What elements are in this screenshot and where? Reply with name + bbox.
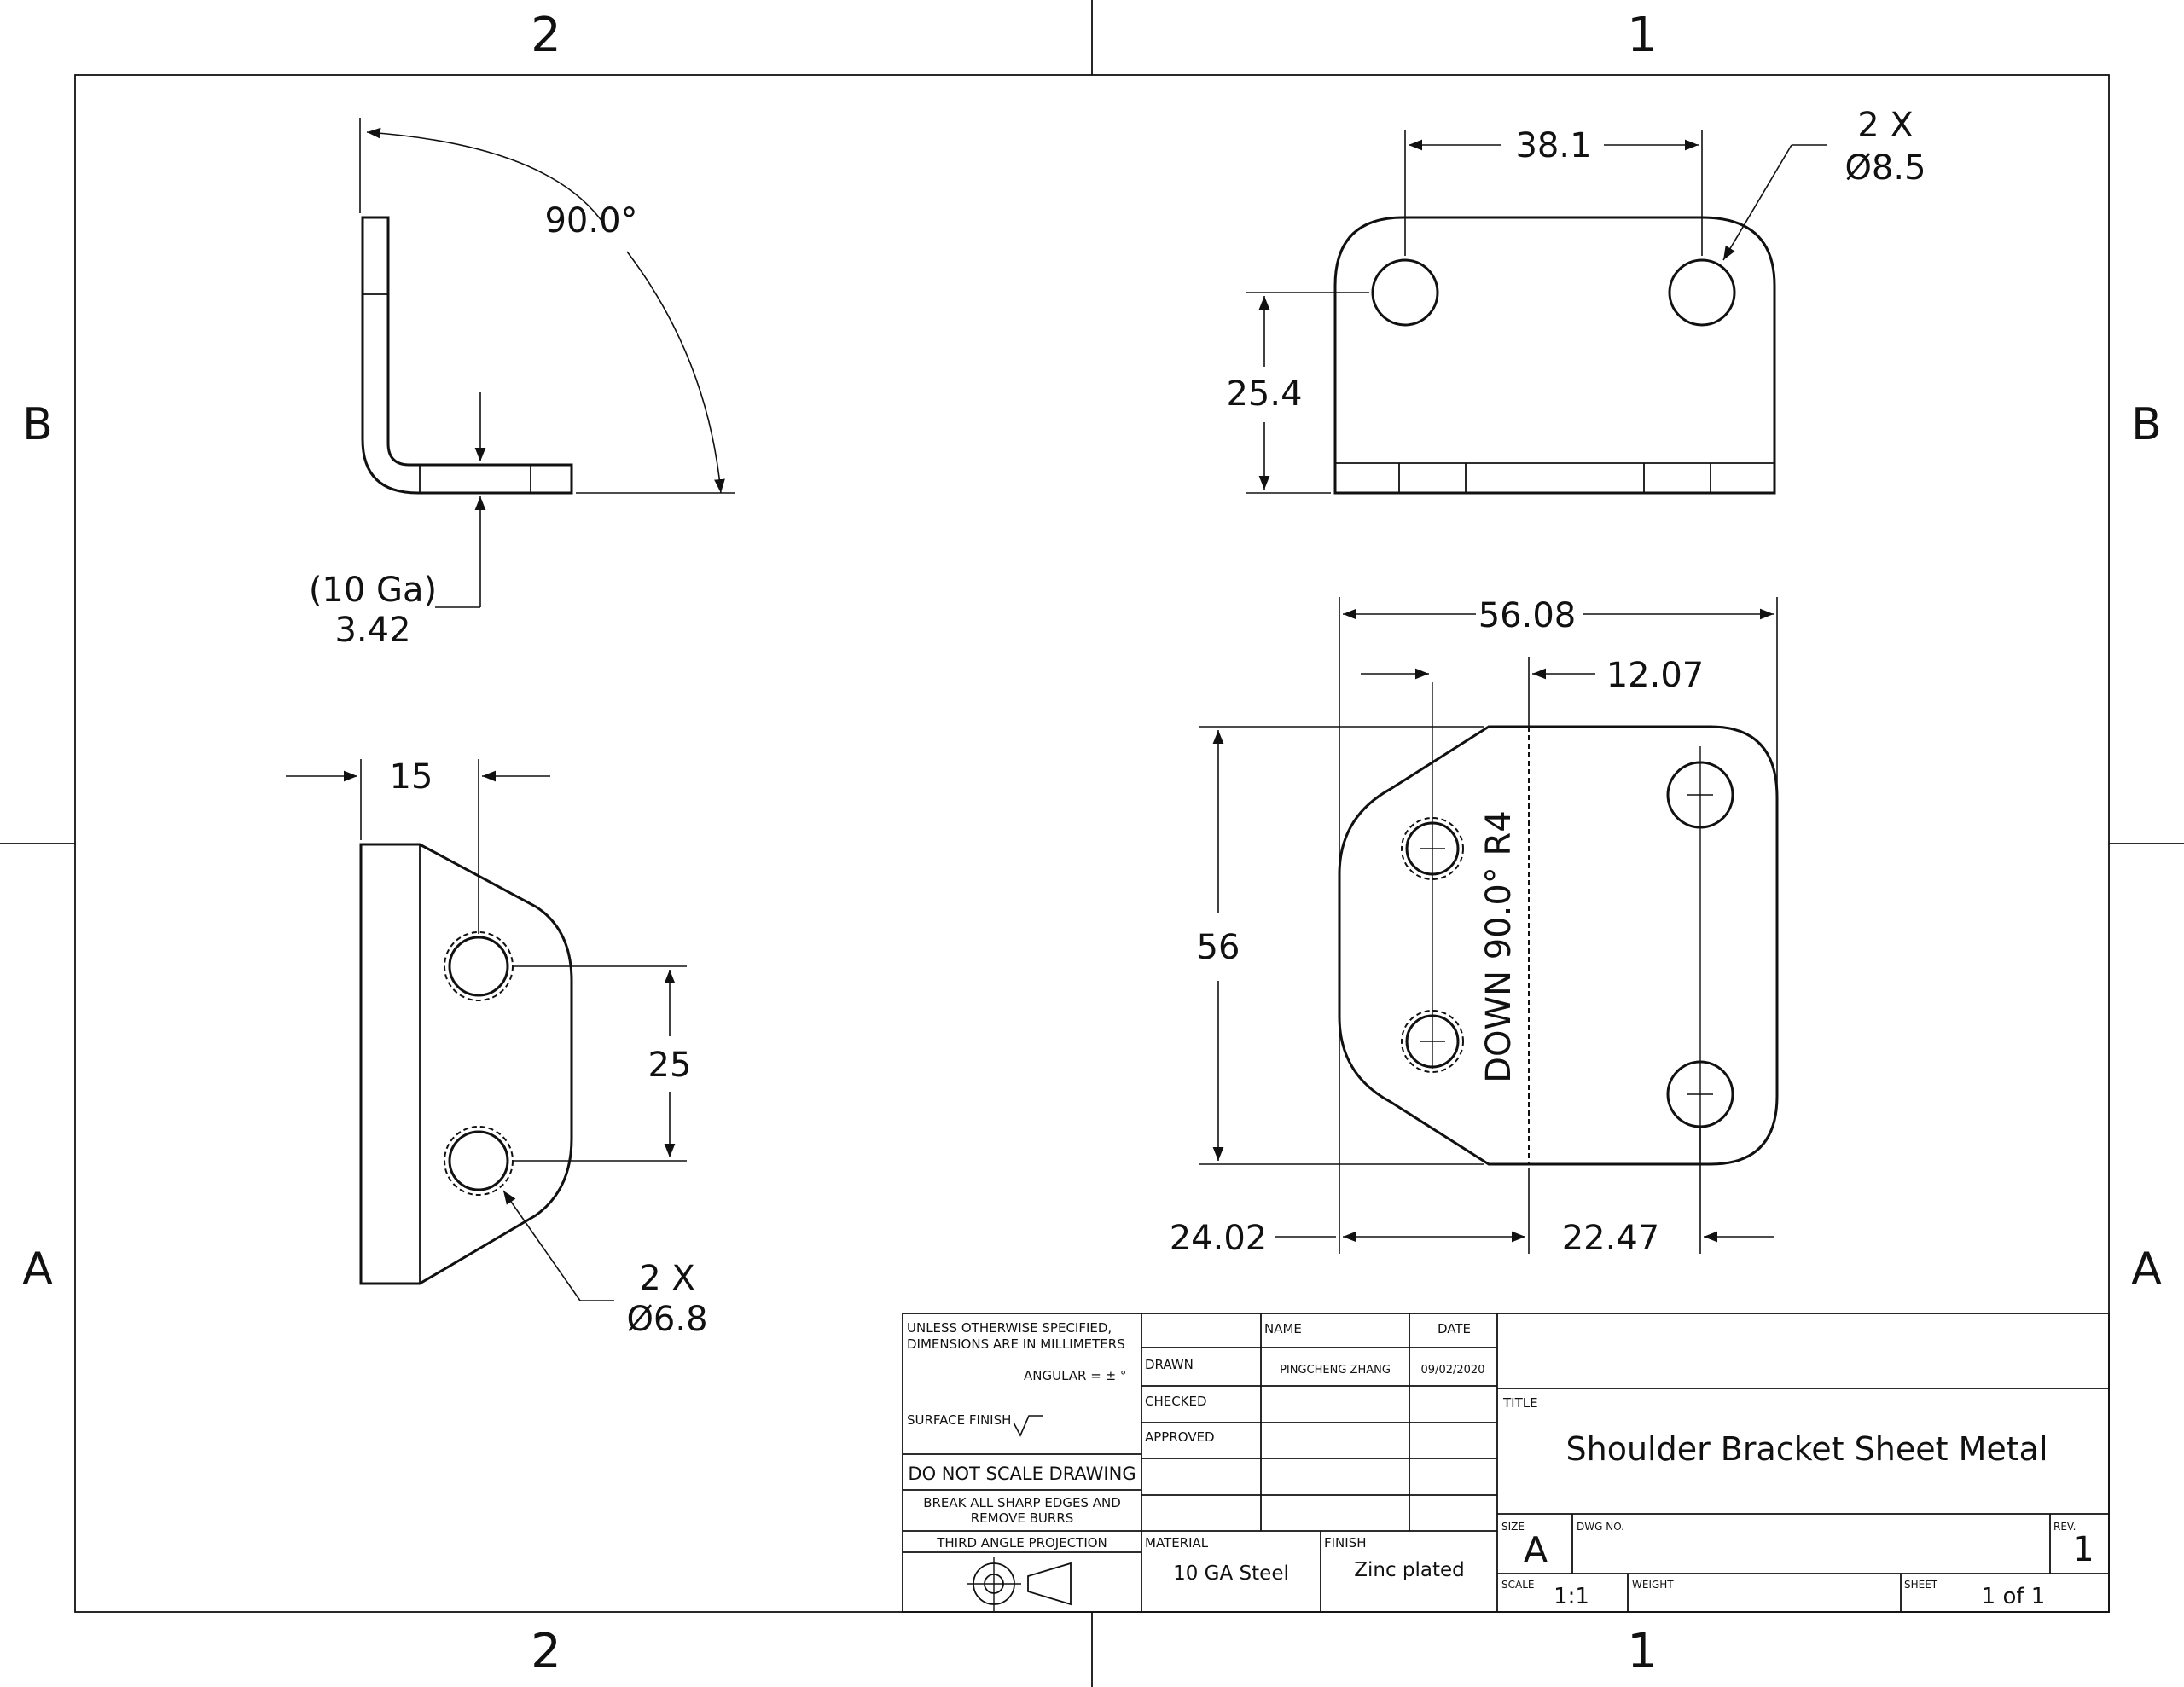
flat-right-dimension: 22.47 xyxy=(1562,1219,1660,1258)
surface-finish-symbol-icon xyxy=(1013,1415,1043,1437)
size-value: A xyxy=(1524,1529,1548,1571)
scale-value: 1:1 xyxy=(1554,1584,1589,1609)
projection-label: THIRD ANGLE PROJECTION xyxy=(936,1535,1107,1551)
thickness-gauge-label: (10 Ga) xyxy=(309,571,437,610)
break-edges-line-2: REMOVE BURRS xyxy=(971,1510,1074,1526)
thickness-dimension: 3.42 xyxy=(334,611,410,650)
hole-spacing-top-dimension: 38.1 xyxy=(1515,126,1591,165)
weight-label: WEIGHT xyxy=(1632,1579,1674,1591)
zone-label-right-a: A xyxy=(2131,1244,2162,1295)
flat-height-dimension: 56 xyxy=(1197,928,1240,967)
side-offset-dimension: 15 xyxy=(390,757,433,797)
hole-count-top: 2 X xyxy=(1857,106,1914,145)
material-value: 10 GA Steel xyxy=(1173,1562,1289,1585)
flat-right-offset-dimension: 12.07 xyxy=(1606,656,1705,695)
drawn-by-name: PINGCHENG ZHANG xyxy=(1280,1364,1391,1377)
drawn-label: DRAWN xyxy=(1145,1357,1194,1372)
zone-label-top-2: 2 xyxy=(531,8,561,63)
flat-width-dimension: 56.08 xyxy=(1478,596,1577,635)
angular-tolerance: ANGULAR = ± ° xyxy=(1024,1368,1126,1383)
zone-label-bottom-1: 1 xyxy=(1627,1624,1658,1679)
notes-line-2: DIMENSIONS ARE IN MILLIMETERS xyxy=(907,1336,1125,1352)
flat-pattern-view: DOWN 90.0° R4 56.08 12.07 56 24.02 22.47 xyxy=(1170,596,1779,1258)
front-view: 38.1 2 X Ø8.5 25.4 xyxy=(1226,106,1926,495)
finish-label: FINISH xyxy=(1324,1535,1367,1551)
third-angle-projection-icon xyxy=(967,1557,1072,1611)
zone-label-left-b: B xyxy=(22,399,53,450)
break-edges-line-1: BREAK ALL SHARP EDGES AND xyxy=(923,1495,1121,1510)
drawn-date: 09/02/2020 xyxy=(1421,1364,1485,1377)
title-label: TITLE xyxy=(1502,1395,1538,1411)
name-column-header: NAME xyxy=(1264,1321,1302,1336)
hole-diameter-top: Ø8.5 xyxy=(1844,148,1926,188)
checked-label: CHECKED xyxy=(1145,1394,1207,1409)
zone-label-left-a: A xyxy=(22,1244,53,1295)
finish-value: Zinc plated xyxy=(1354,1559,1465,1581)
side-view-l-profile: 90.0° (10 Ga) 3.42 xyxy=(309,118,735,650)
zone-label-bottom-2: 2 xyxy=(531,1624,561,1679)
drawing-title: Shoulder Bracket Sheet Metal xyxy=(1565,1430,2048,1468)
hole-spacing-side-dimension: 25 xyxy=(648,1046,692,1085)
surface-finish-label: SURFACE FINISH xyxy=(907,1412,1011,1428)
height-top-dimension: 25.4 xyxy=(1226,374,1302,414)
do-not-scale-note: DO NOT SCALE DRAWING xyxy=(908,1464,1136,1484)
dwg-no-label: DWG NO. xyxy=(1577,1521,1624,1533)
rev-value: 1 xyxy=(2072,1530,2094,1569)
angle-dimension: 90.0° xyxy=(544,201,637,241)
date-column-header: DATE xyxy=(1438,1321,1471,1336)
sheet-value: 1 of 1 xyxy=(1982,1584,2046,1609)
zone-label-right-b: B xyxy=(2131,399,2162,450)
hole-count-side: 2 X xyxy=(639,1259,695,1298)
sheet-label: SHEET xyxy=(1904,1579,1938,1591)
material-label: MATERIAL xyxy=(1145,1535,1209,1551)
scale-label: SCALE xyxy=(1502,1579,1534,1591)
rev-label: REV. xyxy=(2053,1521,2076,1533)
hole-diameter-side: Ø6.8 xyxy=(626,1300,707,1339)
notes-line-1: UNLESS OTHERWISE SPECIFIED, xyxy=(907,1320,1112,1336)
size-label: SIZE xyxy=(1502,1521,1525,1533)
zone-label-top-1: 1 xyxy=(1627,8,1658,63)
bend-note: DOWN 90.0° R4 xyxy=(1479,810,1519,1083)
title-block: UNLESS OTHERWISE SPECIFIED, DIMENSIONS A… xyxy=(902,1313,2110,1613)
side-view: 15 25 2 X Ø6.8 xyxy=(286,757,708,1339)
approved-label: APPROVED xyxy=(1145,1429,1215,1445)
flat-left-dimension: 24.02 xyxy=(1170,1219,1268,1258)
